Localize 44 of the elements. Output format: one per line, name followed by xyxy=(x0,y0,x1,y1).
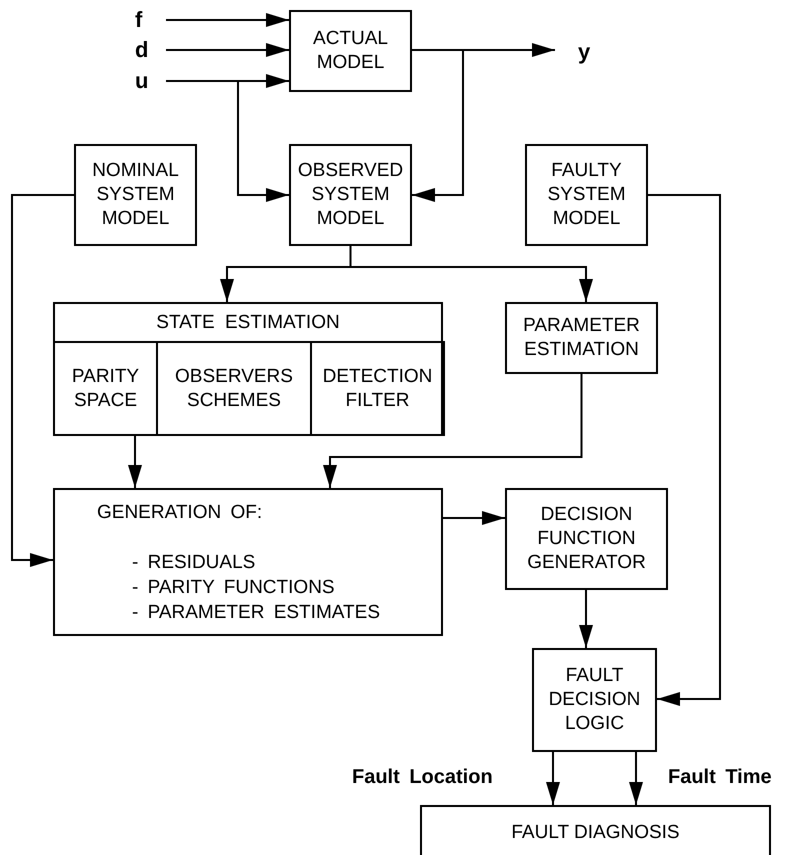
list-item: - RESIDUALS xyxy=(132,551,256,575)
process-box xyxy=(505,302,658,374)
process-box xyxy=(310,341,445,436)
arrow xyxy=(323,374,582,488)
signal-label: y xyxy=(578,39,596,65)
box-text: FAULTY SYSTEM MODEL xyxy=(546,159,627,231)
process-box xyxy=(74,144,197,246)
box-heading: GENERATION OF: xyxy=(97,501,262,525)
box-text: FAULT DECISION LOGIC xyxy=(548,664,642,736)
process-box xyxy=(532,648,657,752)
box-text: OBSERVERS SCHEMES xyxy=(174,364,294,412)
arrow xyxy=(648,194,721,706)
arrow xyxy=(128,436,142,488)
box-text: DETECTION FILTER xyxy=(322,364,434,412)
process-box xyxy=(525,144,648,246)
box-text: DECISION FUNCTION GENERATOR xyxy=(526,503,647,575)
signal-label: d xyxy=(135,37,153,63)
arrow xyxy=(350,246,593,302)
arrow xyxy=(629,752,643,805)
signal-label: u xyxy=(135,68,153,94)
box-text: OBSERVED SYSTEM MODEL xyxy=(296,159,404,231)
box-text: PARITY SPACE xyxy=(70,364,140,412)
arrow xyxy=(443,511,505,525)
process-box xyxy=(505,488,668,590)
process-box xyxy=(289,144,412,246)
arrow xyxy=(166,43,289,57)
signal-label: f xyxy=(135,7,153,33)
list-item: - PARAMETER ESTIMATES xyxy=(132,601,380,625)
box-text: FAULT DIAGNOSIS xyxy=(510,821,681,845)
box-text: NOMINAL SYSTEM MODEL xyxy=(91,159,180,231)
arrow xyxy=(11,194,74,567)
box-text: PARAMETER ESTIMATION xyxy=(522,314,641,362)
arrow xyxy=(166,13,289,27)
arrow xyxy=(412,49,464,202)
arrow xyxy=(579,590,593,648)
process-box xyxy=(53,488,443,636)
box-text: ACTUAL MODEL xyxy=(312,27,389,75)
list-item: - PARITY FUNCTIONS xyxy=(132,576,335,600)
process-box xyxy=(289,10,412,92)
process-box xyxy=(420,805,771,855)
group-heading: STATE ESTIMATION xyxy=(155,311,341,335)
arrow xyxy=(546,752,560,805)
arrow xyxy=(166,80,289,202)
group-box xyxy=(53,302,443,436)
